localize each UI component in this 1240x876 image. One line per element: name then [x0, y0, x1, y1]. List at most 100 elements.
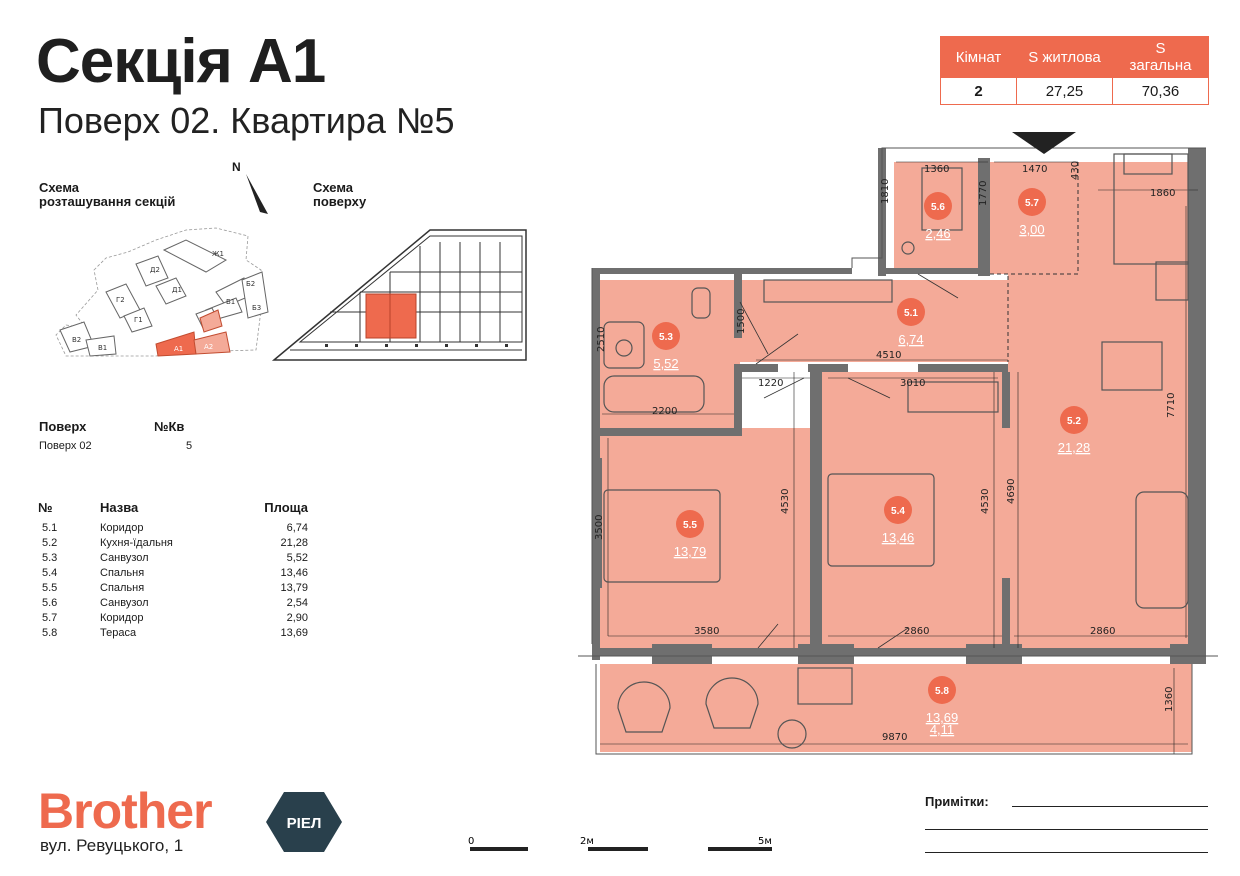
wall [1002, 578, 1010, 648]
scale-label-5m: 5м [758, 836, 772, 847]
total-area-header: S загальна [1112, 36, 1209, 78]
room-badges: 5.16,745.221,285.35,525.413,465.513,795.… [652, 188, 1090, 737]
toilet [691, 287, 711, 319]
room-number: 5.1 [42, 522, 58, 534]
entrance-arrow-icon [1012, 132, 1076, 154]
room-5-5-fill [600, 428, 812, 648]
dimension-label: 1860 [1150, 188, 1175, 199]
rooms-table-header-number: № [38, 500, 53, 515]
dimension-label: 1810 [880, 179, 891, 204]
north-label: N [232, 160, 241, 174]
room-area: 2,54 [286, 597, 308, 609]
room-5-4-fill [822, 372, 1008, 648]
wall [810, 372, 822, 650]
room-id: 5.7 [1025, 198, 1039, 209]
floor-scheme-caption-line2: поверху [313, 194, 367, 209]
wall [592, 458, 602, 588]
section-label: Г2 [116, 296, 125, 304]
dimension-label: 3500 [594, 515, 605, 540]
dimension-label: 4530 [780, 489, 791, 514]
floor-label: Поверх [39, 419, 87, 434]
room-badge-5-5: 5.513,79 [674, 510, 707, 559]
notes-line[interactable] [925, 852, 1208, 853]
dimension-label: 2860 [1090, 626, 1115, 637]
dimension-label: 1360 [1164, 687, 1175, 712]
room-badge-5-7: 5.73,00 [1018, 188, 1046, 237]
north-arrow-icon [246, 174, 268, 214]
notes-line[interactable] [1012, 806, 1208, 807]
notes-label: Примітки: [925, 794, 989, 809]
room-name: Спальня [100, 567, 145, 579]
bed [603, 489, 721, 583]
rooms-table-header-area: Площа [264, 500, 308, 515]
room-area: 2,90 [286, 612, 308, 624]
scale-label-0: 0 [468, 836, 474, 847]
room-badge-5-1: 5.16,74 [897, 298, 925, 347]
room-name: Тераса [100, 627, 137, 639]
wall [742, 364, 778, 372]
dimension-label: 1470 [1022, 164, 1047, 175]
rooms-count-value: 2 [940, 77, 1017, 105]
section-label: Б2 [246, 280, 255, 288]
terrace-table [797, 667, 853, 705]
room-area-label: 21,28 [1058, 440, 1091, 455]
dimension-label: 1220 [758, 378, 783, 389]
section-label: Г1 [134, 316, 143, 324]
dimension-label: 2860 [904, 626, 929, 637]
sink [603, 321, 645, 369]
dimension-label: 1770 [978, 181, 989, 206]
room-area-label: 13,69 [926, 710, 959, 725]
dining-table [1101, 341, 1163, 391]
wall [798, 644, 854, 664]
wall [1002, 372, 1010, 428]
section-label: Б3 [252, 304, 261, 312]
floor-value: Поверх 02 [39, 440, 92, 452]
floor-scheme-map [271, 229, 527, 361]
wall [1170, 644, 1206, 664]
bed [827, 473, 935, 567]
wall [734, 274, 742, 338]
wall [592, 648, 1206, 656]
room-area-label: 13,79 [674, 544, 707, 559]
dimension-label: 4530 [980, 489, 991, 514]
notes-line[interactable] [925, 829, 1208, 830]
dimension-label: 1360 [924, 164, 949, 175]
room-id: 5.3 [659, 332, 673, 343]
apartment-number-label: №Кв [154, 419, 185, 434]
living-area-header: S житлова [1016, 36, 1113, 78]
room-badge-5-3: 5.3 5,52 [652, 322, 680, 371]
total-area-value: 70,36 [1112, 77, 1209, 105]
scale-label-2m: 2м [580, 836, 594, 847]
section-label: Д1 [172, 286, 182, 294]
table-row: 5.8 Тераса 13,69 [38, 626, 308, 641]
brand-logo-text: Brother [38, 783, 213, 839]
room-id: 5.4 [891, 506, 905, 517]
room-area-label: 5,52 [653, 356, 678, 371]
room-area-label-2: 4,11 [930, 722, 954, 737]
room-number: 5.8 [42, 627, 58, 639]
wall [600, 428, 742, 436]
wardrobe [763, 279, 893, 303]
room-id: 5.2 [1067, 416, 1081, 427]
room-number: 5.7 [42, 612, 58, 624]
room-name: Спальня [100, 582, 145, 594]
dimension-label: 7710 [1166, 393, 1177, 418]
dimension-label: 3580 [694, 626, 719, 637]
room-area-label: 2,46 [925, 226, 950, 241]
room-area: 13,69 [280, 627, 308, 639]
current-apartment-highlight [365, 293, 417, 339]
room-area: 5,52 [286, 552, 308, 564]
room-badge-5-6: 5.6 2,46 [924, 192, 952, 241]
wall [878, 268, 978, 274]
room-5-7-fill [988, 162, 1078, 274]
room-id: 5.6 [931, 202, 945, 213]
apartment-floor-plan: 5.16,745.221,285.35,525.413,465.513,795.… [578, 132, 1218, 755]
site-scheme-caption-line1: Схема [39, 180, 80, 195]
armchair [705, 677, 759, 729]
room-number: 5.4 [42, 567, 58, 579]
cooktop [1155, 261, 1189, 301]
